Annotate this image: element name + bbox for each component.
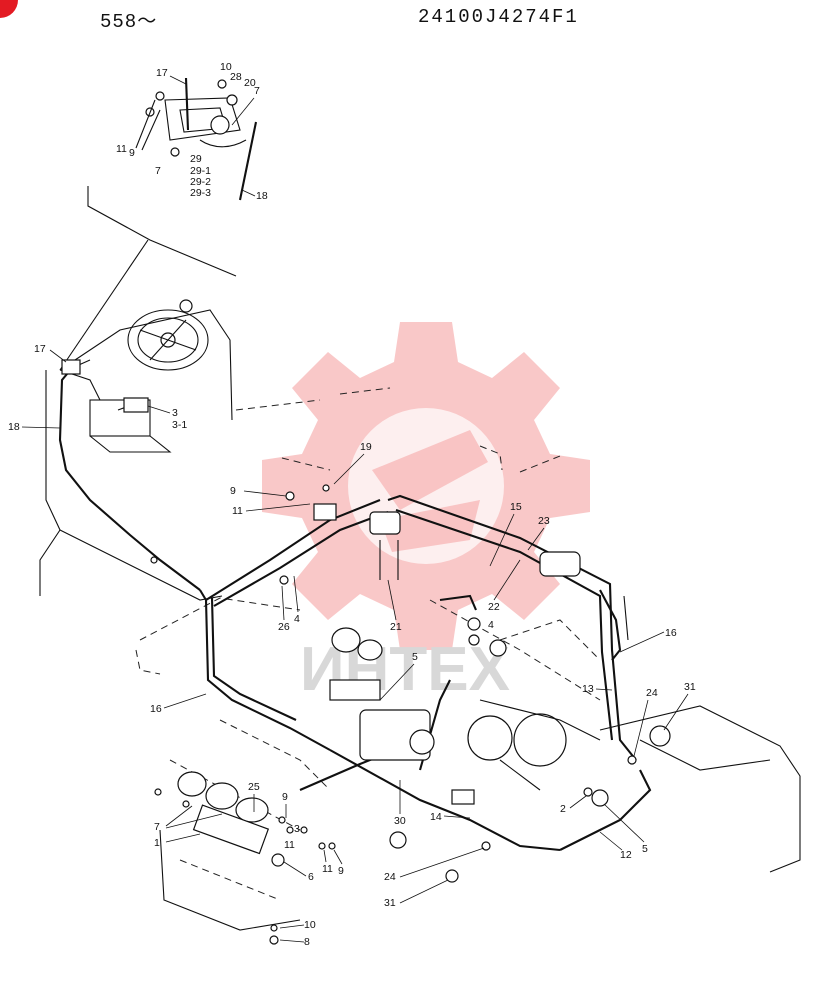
callout-c3-1: 3-1 bbox=[172, 419, 187, 431]
serial-range-label: 558～ bbox=[100, 11, 158, 33]
callout-inset-7a: 7 bbox=[254, 85, 260, 97]
callout-inset-9: 9 bbox=[129, 147, 135, 159]
callout-inset-29-1: 29-1 bbox=[190, 165, 211, 177]
callout-inset-29-3: 29-3 bbox=[190, 187, 211, 199]
corner-mark bbox=[0, 0, 18, 18]
watermark-gear bbox=[262, 322, 590, 650]
callout-c9c: 9 bbox=[338, 865, 344, 877]
callout-c12: 12 bbox=[620, 849, 632, 861]
callout-c16l: 16 bbox=[150, 703, 162, 715]
callout-c8: 8 bbox=[304, 936, 310, 948]
main-components bbox=[279, 484, 671, 883]
callout-inset-7b: 7 bbox=[155, 165, 161, 177]
callout-c23: 23 bbox=[538, 515, 550, 527]
callout-inset-11: 11 bbox=[116, 143, 127, 155]
callout-c14: 14 bbox=[430, 811, 442, 823]
callout-c7: 7 bbox=[154, 821, 160, 833]
callout-c11b: 11 bbox=[284, 839, 295, 851]
callout-inset-29-2: 29-2 bbox=[190, 176, 211, 188]
cab-structure bbox=[39, 186, 237, 601]
callout-c3b: 3 bbox=[294, 823, 300, 835]
callout-c9: 9 bbox=[230, 485, 236, 497]
callout-c4b: 4 bbox=[488, 619, 494, 631]
callout-c19: 19 bbox=[360, 441, 372, 453]
callout-c5a: 5 bbox=[412, 651, 418, 663]
callout-c6: 6 bbox=[308, 871, 314, 883]
callout-c3: 3 bbox=[172, 407, 178, 419]
callout-c13: 13 bbox=[582, 683, 594, 695]
callout-c26: 26 bbox=[278, 621, 290, 633]
callout-c15: 15 bbox=[510, 501, 522, 513]
callout-inset-29: 29 bbox=[190, 153, 202, 165]
callout-c31a: 31 bbox=[684, 681, 696, 693]
cab-callouts: 17 18 3 3-1 bbox=[8, 343, 187, 433]
callout-inset-20: 20 bbox=[244, 77, 256, 89]
callout-c11c: 11 bbox=[322, 863, 333, 875]
callout-c16r: 16 bbox=[665, 627, 677, 639]
callout-c24a: 24 bbox=[646, 687, 658, 699]
callout-c10: 10 bbox=[304, 919, 316, 931]
callout-inset-10: 10 bbox=[220, 61, 232, 73]
callout-c25: 25 bbox=[248, 781, 260, 793]
inset-callouts: 17 10 28 20 7 11 9 7 29 29-1 29-2 29-3 1… bbox=[116, 61, 268, 202]
callout-c1: 1 bbox=[154, 837, 160, 849]
callout-c5b: 5 bbox=[642, 843, 648, 855]
callout-c11: 11 bbox=[232, 505, 243, 517]
part-number-label: 24100J4274F1 bbox=[418, 6, 579, 28]
callout-c30: 30 bbox=[394, 815, 406, 827]
main-callouts: 19 9 11 15 23 26 4 21 22 4 16 5 16 13 24… bbox=[150, 441, 696, 948]
callout-c21: 21 bbox=[390, 621, 402, 633]
callout-c4a: 4 bbox=[294, 613, 300, 625]
callout-c24b: 24 bbox=[384, 871, 396, 883]
callout-c22: 22 bbox=[488, 601, 500, 613]
callout-inset-18: 18 bbox=[256, 190, 268, 202]
inset-assembly bbox=[135, 77, 258, 201]
callout-inset-28: 28 bbox=[230, 71, 242, 83]
callout-inset-17: 17 bbox=[156, 67, 168, 79]
callout-c2: 2 bbox=[560, 803, 566, 815]
callout-c31b: 31 bbox=[384, 897, 396, 909]
callout-c9b: 9 bbox=[282, 791, 288, 803]
callout-c17: 17 bbox=[34, 343, 46, 355]
left-lamp-cluster bbox=[154, 771, 336, 945]
cab-harness bbox=[58, 359, 201, 591]
callout-c18: 18 bbox=[8, 421, 20, 433]
